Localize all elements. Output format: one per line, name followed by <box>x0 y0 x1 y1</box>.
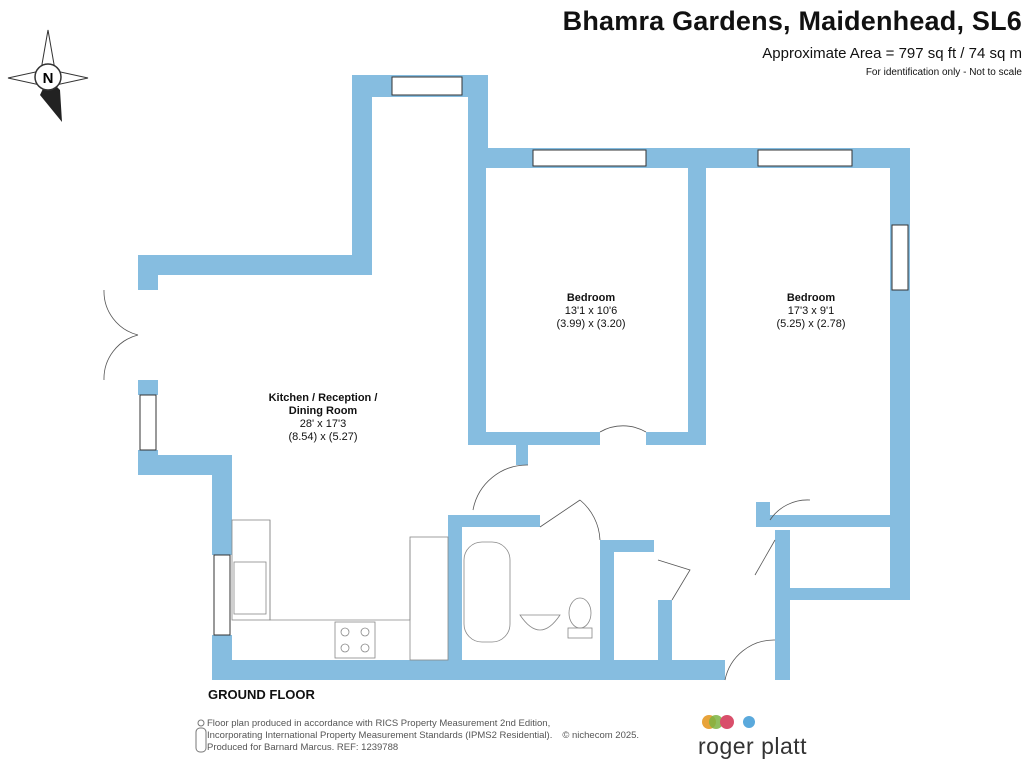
doors <box>103 289 811 681</box>
room-label-kitchen: Kitchen / Reception / Dining Room 28' x … <box>268 392 378 443</box>
fixtures <box>231 519 593 661</box>
property-title: Bhamra Gardens, Maidenhead, SL6 <box>562 6 1022 36</box>
room-label-bedroom-2: Bedroom 17'3 x 9'1 (5.25) x (2.78) <box>776 292 846 330</box>
room-label-bedroom-1: Bedroom 13'1 x 10'6 (3.99) x (3.20) <box>556 292 626 330</box>
person-scale-icon <box>195 719 207 753</box>
compass-icon: N <box>7 29 89 122</box>
disclaimer: For identification only - Not to scale <box>865 67 1022 78</box>
footer-notes: Floor plan produced in accordance with R… <box>207 718 640 753</box>
svg-text:N: N <box>43 70 54 87</box>
windows <box>139 76 909 636</box>
approximate-area: Approximate Area = 797 sq ft / 74 sq m <box>762 45 1022 62</box>
brand-name: roger platt <box>698 733 808 759</box>
brand-logo-dots <box>702 715 755 729</box>
floor-label: GROUND FLOOR <box>208 687 315 702</box>
